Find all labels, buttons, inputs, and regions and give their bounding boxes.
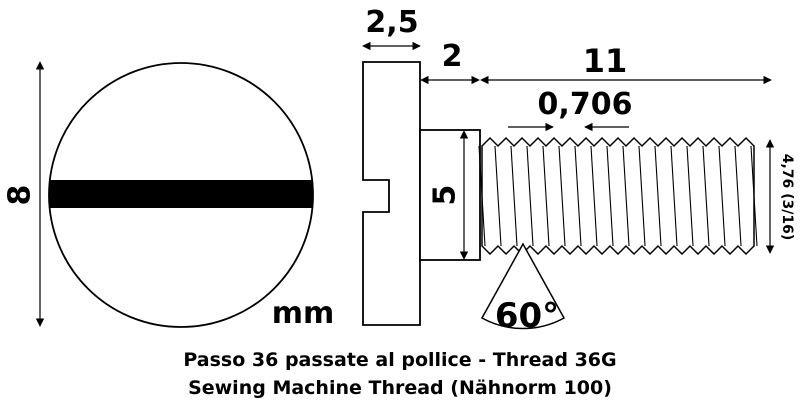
- unit-label: mm: [272, 296, 335, 331]
- thread-crest-line: [478, 145, 486, 247]
- thread-crest-line: [750, 145, 758, 247]
- head-diameter-label: 8: [3, 185, 38, 206]
- angle-sector: [480, 242, 566, 330]
- thread-crest-line: [606, 145, 614, 247]
- thread-pitch-dimension: 0,706: [508, 87, 633, 132]
- thread-crest-line: [734, 145, 742, 247]
- slot: [49, 180, 313, 208]
- thread-crest-line: [622, 145, 630, 247]
- threaded-shank: [478, 136, 758, 256]
- screw-side-view: [362, 61, 758, 326]
- head-side: [362, 61, 421, 326]
- thread-crest-line: [510, 145, 518, 247]
- thread-crest-line: [558, 145, 566, 247]
- thread-angle-indicator: 60°: [480, 242, 566, 336]
- thread-length-dimension: 11: [480, 42, 772, 85]
- thread-pitch-label: 0,706: [538, 87, 633, 122]
- thread-diameter-dimension: 4,76 (3/16): [765, 139, 795, 254]
- thread-crest-line: [638, 145, 646, 247]
- thread-diameter-label: 4,76 (3/16): [779, 154, 795, 241]
- thread-crest-line: [670, 145, 678, 247]
- caption-line-1: Passo 36 passate al pollice - Thread 36G: [183, 349, 617, 371]
- head-diameter-dimension: 8: [3, 61, 45, 327]
- shoulder: [419, 129, 481, 261]
- caption-line-2: Sewing Machine Thread (Nähnorm 100): [188, 377, 612, 399]
- thread-crest-line: [702, 145, 710, 247]
- thread-crest-line: [718, 145, 726, 247]
- thread-crest-line: [542, 145, 550, 247]
- head-thickness-label: 2,5: [365, 5, 418, 40]
- thread-angle-label: 60°: [495, 296, 559, 336]
- thread-crest-line: [654, 145, 662, 247]
- thread-crest-line: [590, 145, 598, 247]
- shoulder-diameter-label: 5: [428, 185, 463, 206]
- shoulder-length-dimension: 2: [420, 39, 480, 85]
- thread-outline: [481, 136, 755, 256]
- thread-length-label: 11: [583, 42, 628, 80]
- head-thickness-dimension: 2,5: [362, 5, 421, 51]
- thread-crest-line: [686, 145, 694, 247]
- thread-crest-line: [526, 145, 534, 247]
- thread-crest-line: [574, 145, 582, 247]
- thread-crest-line: [494, 145, 502, 247]
- shoulder-length-label: 2: [442, 39, 463, 74]
- head-front-view: [48, 62, 314, 328]
- shoulder-diameter-dimension: 5: [428, 130, 469, 260]
